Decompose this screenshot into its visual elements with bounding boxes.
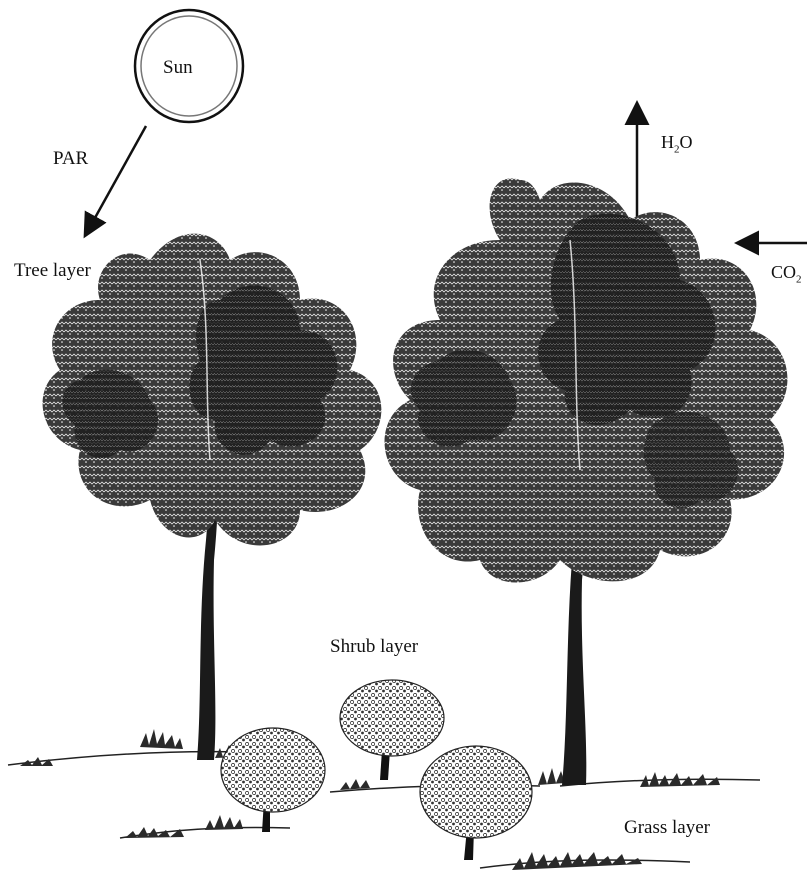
- shrub-1: [221, 728, 325, 832]
- sun-label: Sun: [163, 57, 193, 79]
- tree-layer-label: Tree layer: [14, 260, 91, 282]
- right-tree: [385, 178, 788, 785]
- left-tree: [43, 234, 382, 760]
- co2-label-base: CO: [771, 262, 796, 282]
- par-arrow: [86, 126, 146, 234]
- h2o-label: H2O: [661, 132, 693, 156]
- grass-layer-label: Grass layer: [624, 817, 710, 839]
- h2o-label-base: H: [661, 132, 674, 152]
- shrub-layer-label: Shrub layer: [330, 636, 418, 658]
- h2o-label-tail: O: [680, 132, 693, 152]
- co2-label: CO2: [771, 262, 802, 286]
- shrub-3: [420, 746, 532, 860]
- par-label: PAR: [53, 148, 88, 170]
- co2-label-subscript: 2: [796, 274, 802, 286]
- shrub-2: [340, 680, 444, 780]
